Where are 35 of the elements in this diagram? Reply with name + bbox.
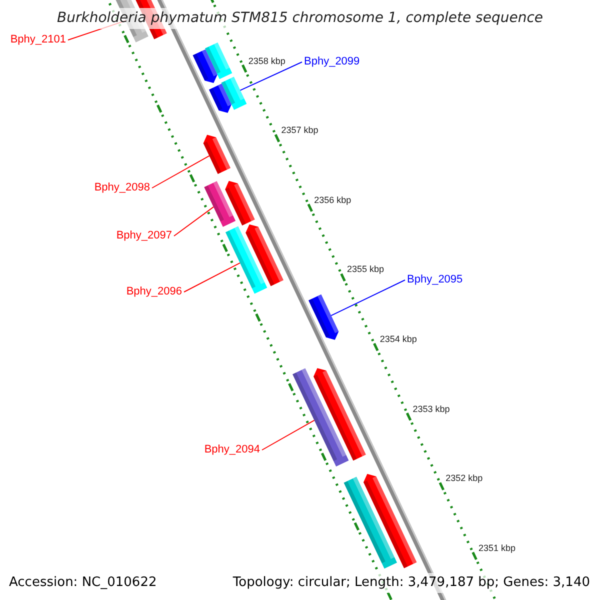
gene-bar — [209, 84, 232, 113]
gene-bar — [308, 294, 339, 340]
gene-bar — [314, 368, 366, 461]
footer-text: Accession: NC_010622 — [9, 573, 157, 592]
gene-bar — [246, 224, 284, 286]
footer-text: Topology: circular; Length: 3,479,187 bp; Genes: 3,140 — [232, 573, 590, 592]
scale-label: 2354 kbp — [380, 334, 417, 344]
gene-bar — [192, 49, 218, 84]
leader-line — [152, 155, 210, 188]
gene-label: Bphy_2096 — [126, 286, 182, 298]
scale-label: 2353 kbp — [412, 404, 450, 414]
gene-label: Bphy_2097 — [116, 230, 172, 242]
gene-bar — [292, 368, 349, 466]
scale-label: 2358 kbp — [248, 56, 286, 66]
gene-bar — [225, 180, 255, 226]
leader-line — [184, 262, 240, 292]
gene-label: Bphy_2101 — [10, 34, 66, 46]
gene-bar — [225, 226, 268, 294]
gene-label: Bphy_2094 — [204, 444, 260, 456]
scale-label: 2357 kbp — [281, 126, 318, 136]
gene-bar — [221, 76, 247, 110]
gene-bar — [344, 476, 398, 569]
gene-bar — [203, 134, 230, 174]
leader-line — [330, 280, 406, 316]
gene-bar — [205, 42, 232, 80]
leader-line — [240, 62, 302, 91]
gene-bar — [204, 181, 236, 227]
gene-label: Bphy_2099 — [304, 56, 360, 68]
gene-label: Bphy_2095 — [407, 274, 463, 286]
scale-label: 2351 kbp — [478, 544, 516, 553]
scale-label: 2356 kbp — [314, 196, 352, 205]
gene-label: Bphy_2098 — [94, 182, 150, 194]
scale-label: 2352 kbp — [446, 474, 483, 484]
scale-label: 2355 kbp — [346, 265, 384, 274]
gene-bar — [363, 474, 417, 568]
